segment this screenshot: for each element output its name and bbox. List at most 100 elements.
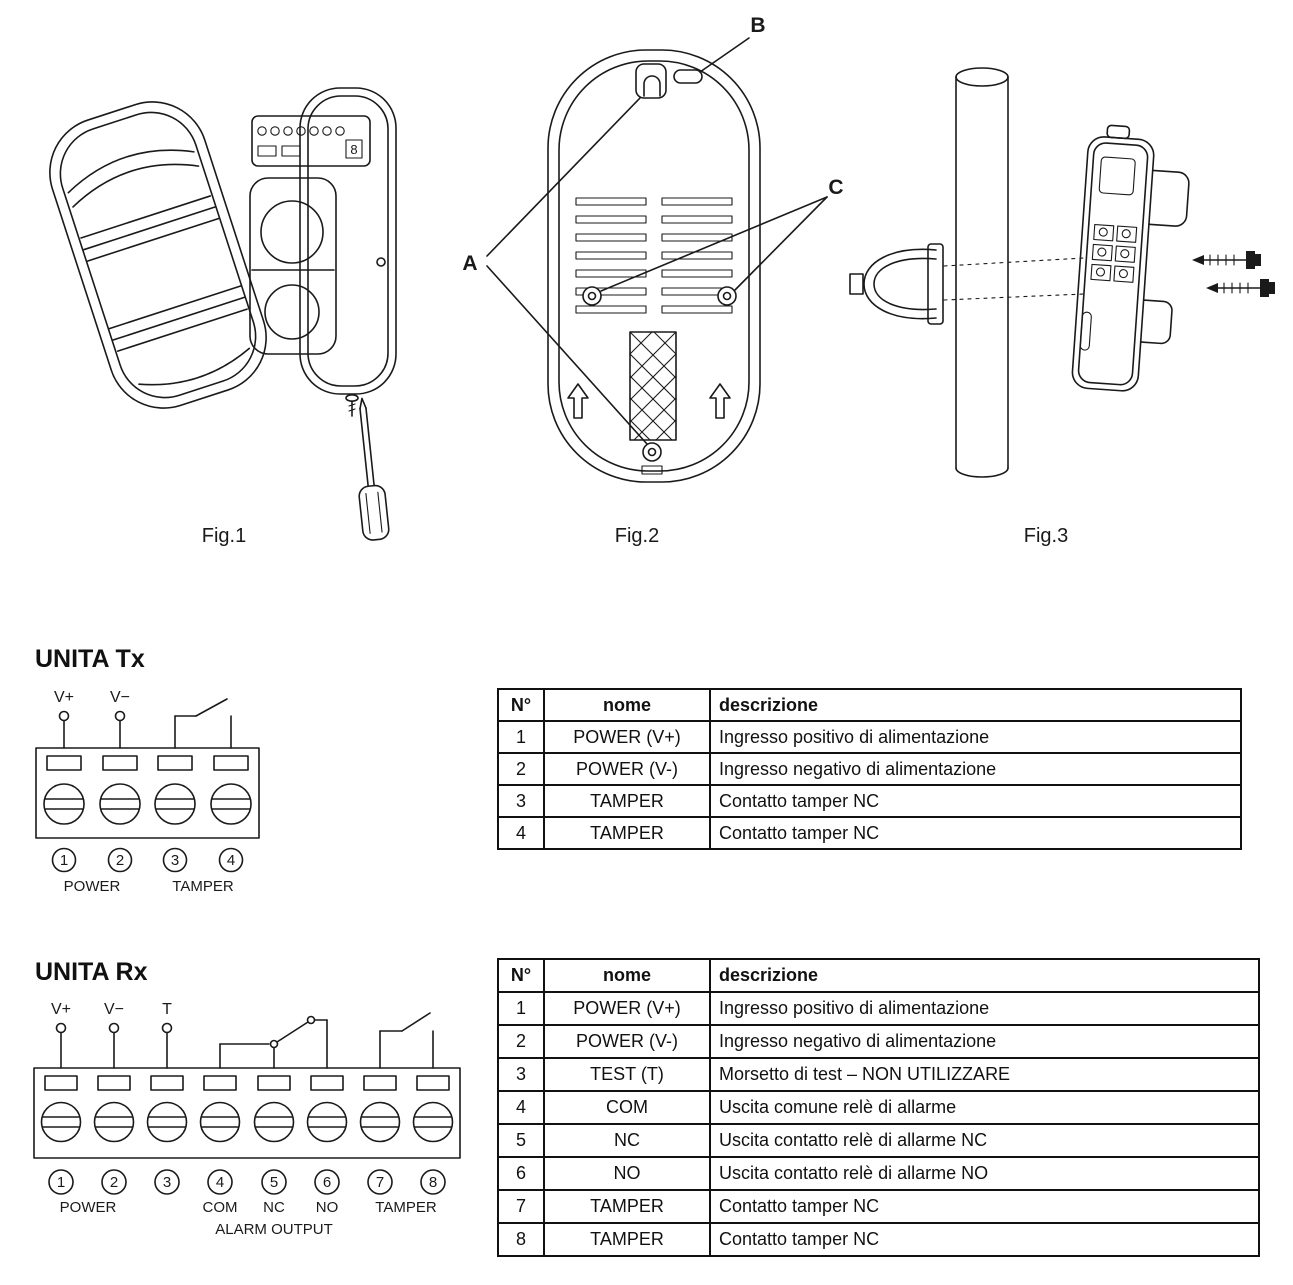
bottom-screw-hole <box>642 442 662 462</box>
callout-a-label: A <box>462 252 477 275</box>
callout-b-leader <box>699 37 750 73</box>
display-digit: 8 <box>350 142 357 157</box>
terminal-number: 3 <box>171 852 179 869</box>
cell-number: 1 <box>497 991 545 1026</box>
cell-description: Contatto tamper NC <box>709 816 1242 850</box>
terminal-number: 4 <box>216 1174 224 1191</box>
tx-power-label: POWER <box>64 878 121 895</box>
cell-name: POWER (V-) <box>543 1024 711 1059</box>
installation-figures: 8 <box>49 14 1275 547</box>
mounting-screw-2 <box>1206 279 1275 297</box>
callout-c-leader-left <box>600 196 828 292</box>
fig3-drawing <box>849 67 1275 478</box>
device-back-box <box>1071 124 1190 392</box>
cell-name: TAMPER <box>543 1189 711 1224</box>
cell-name: TEST (T) <box>543 1057 711 1092</box>
rx-tamper-label: TAMPER <box>375 1199 437 1216</box>
terminal-number: 5 <box>270 1174 278 1191</box>
cell-description: Uscita contatto relè di allarme NC <box>709 1123 1260 1158</box>
rx-no-label: NO <box>316 1199 339 1216</box>
alignment-line-top <box>943 257 1085 267</box>
tx-tamper-label: TAMPER <box>172 878 234 895</box>
pole-clamp <box>849 243 944 325</box>
tamper-contact-symbol <box>174 698 232 749</box>
cell-description: Morsetto di test – NON UTILIZZARE <box>709 1057 1260 1092</box>
detector-back-unit: 8 <box>249 87 397 395</box>
cell-description: Contatto tamper NC <box>709 1189 1260 1224</box>
rx-unit-title: UNITA Rx <box>35 958 148 986</box>
terminal-number: 1 <box>60 852 68 869</box>
cell-number: 6 <box>497 1156 545 1191</box>
rx-power-label: POWER <box>60 1199 117 1216</box>
column-header: N° <box>497 688 545 722</box>
top-hook-tab <box>635 63 667 99</box>
cell-number: 4 <box>497 816 545 850</box>
callout-a-leader-top <box>486 97 641 257</box>
up-arrow-right <box>709 383 731 419</box>
mounting-backplate <box>547 49 761 483</box>
cell-name: NO <box>543 1156 711 1191</box>
segment-display <box>345 139 363 159</box>
terminal-number: 1 <box>57 1174 65 1191</box>
cell-number: 8 <box>497 1222 545 1257</box>
fig2-drawing: A B C <box>462 14 844 483</box>
terminal-numbers: 1 2 3 4 <box>51 847 244 873</box>
column-header: N° <box>497 958 545 993</box>
cell-number: 1 <box>497 720 545 754</box>
terminal-number: 7 <box>376 1174 384 1191</box>
terminal-screws <box>43 783 252 825</box>
fig3-caption: Fig.3 <box>1024 525 1068 547</box>
callout-c-label: C <box>828 176 843 199</box>
rx-terminal-diagram: V+ V− T <box>33 1001 461 1238</box>
cell-number: 3 <box>497 784 545 818</box>
screw-hole-right <box>717 286 737 306</box>
side-bracket-bottom <box>1139 299 1173 345</box>
tx-unit-title: UNITA Tx <box>35 645 145 673</box>
terminal-number: 8 <box>429 1174 437 1191</box>
slot-b <box>673 69 703 84</box>
cell-number: 3 <box>497 1057 545 1092</box>
alignment-line-bottom <box>943 293 1085 301</box>
bottom-notch <box>641 465 663 475</box>
cell-name: POWER (V-) <box>543 752 711 786</box>
device-terminals <box>1090 223 1138 283</box>
cell-description: Uscita contatto relè di allarme NO <box>709 1156 1260 1191</box>
cell-description: Ingresso positivo di alimentazione <box>709 720 1242 754</box>
side-bracket-top <box>1148 169 1190 227</box>
terminal-number: 6 <box>323 1174 331 1191</box>
mounting-screw-1 <box>1192 251 1261 269</box>
rx-test-label: T <box>162 1001 172 1018</box>
cell-number: 4 <box>497 1090 545 1125</box>
cell-number: 5 <box>497 1123 545 1158</box>
cell-name: TAMPER <box>543 1222 711 1257</box>
tx-terminal-diagram: V+ V− <box>35 689 260 895</box>
cell-number: 2 <box>497 1024 545 1059</box>
tamper-contact-symbol <box>379 1012 434 1069</box>
cell-name: TAMPER <box>543 784 711 818</box>
cell-name: TAMPER <box>543 816 711 850</box>
fig2-caption: Fig.2 <box>615 525 659 547</box>
terminal-number: 2 <box>116 852 124 869</box>
terminal-number: 2 <box>110 1174 118 1191</box>
column-header: descrizione <box>709 688 1242 722</box>
terminal-strip <box>35 747 260 839</box>
fig1-caption: Fig.1 <box>202 525 246 547</box>
callout-c-leader-right <box>734 196 828 291</box>
tx-vplus-label: V+ <box>54 689 74 706</box>
column-header: nome <box>543 958 711 993</box>
column-header: descrizione <box>709 958 1260 993</box>
cell-description: Uscita comune relè di allarme <box>709 1090 1260 1125</box>
terminal-numbers: 1 2 3 4 5 6 7 8 <box>48 1169 446 1195</box>
terminal-screws <box>40 1101 454 1143</box>
